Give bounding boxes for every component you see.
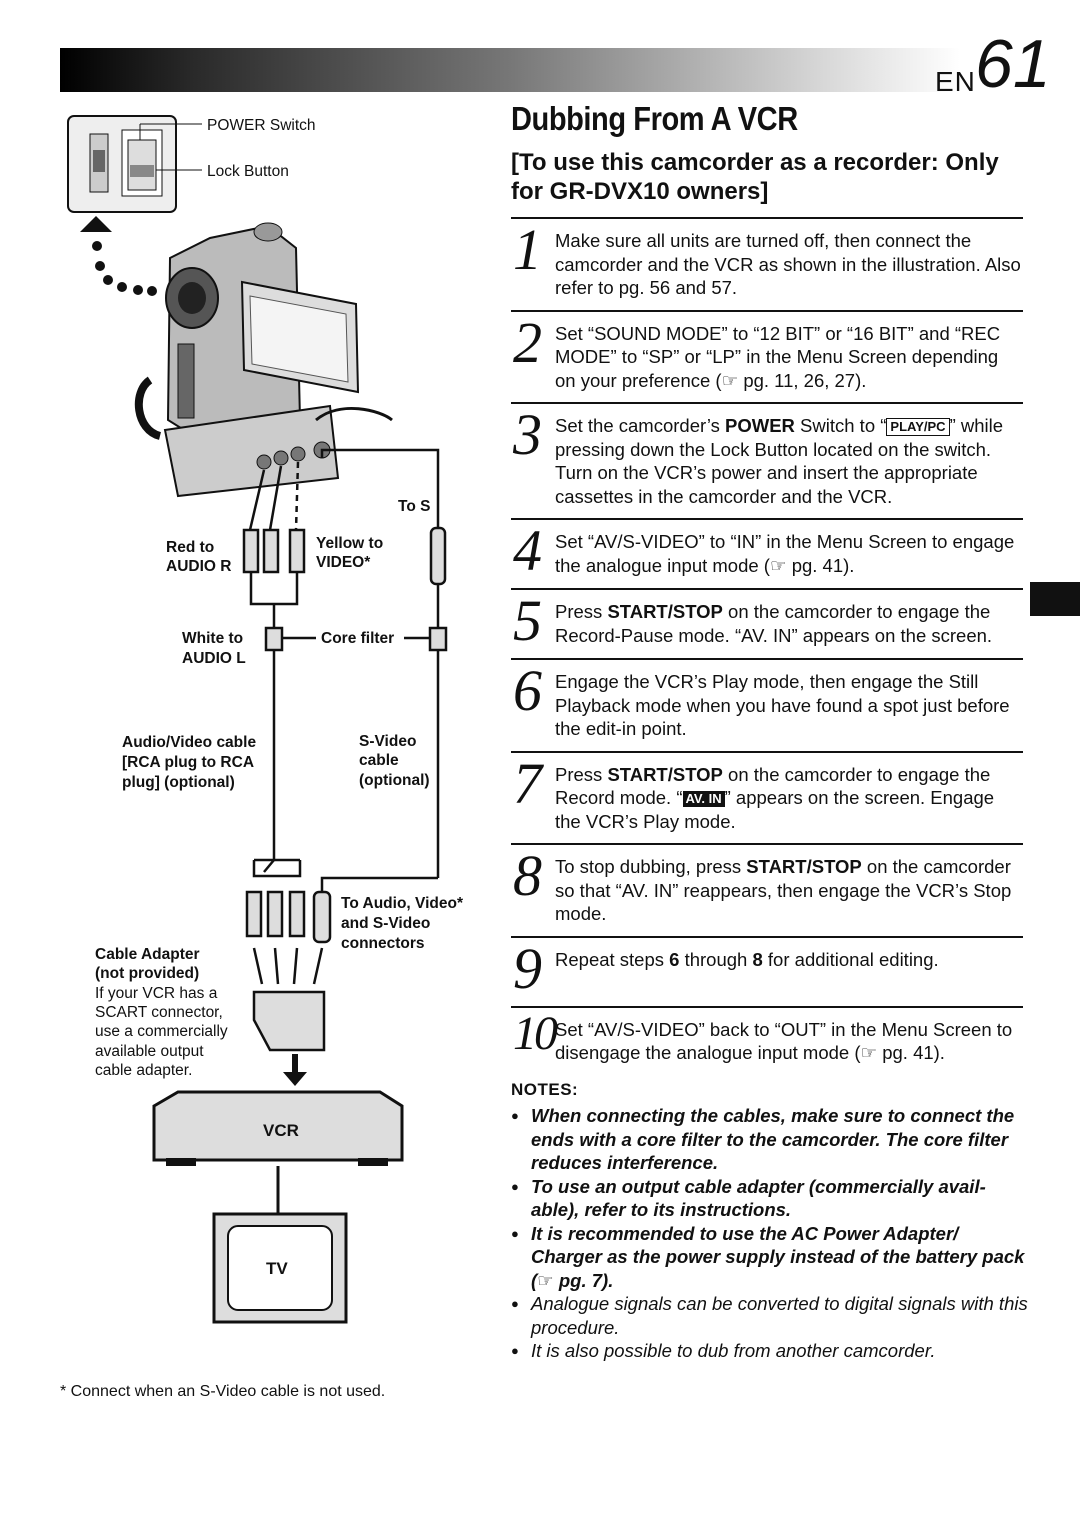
svideo-label-2: cable — [359, 752, 399, 769]
step-number: 10 — [513, 1006, 558, 1060]
section-thumb-tab — [1030, 582, 1080, 616]
adapter-label-7: cable adapter. — [95, 1062, 193, 1079]
step-5: 5 Press START/STOP on the camcorder to e… — [511, 588, 1023, 658]
adapter-label-6: available output — [95, 1043, 204, 1060]
power-switch-label: POWER Switch — [207, 117, 316, 134]
step-text: Make sure all units are turned off, then… — [555, 230, 1021, 298]
step-text: Set “AV/S-VIDEO” back to “OUT” in the Me… — [555, 1018, 1013, 1064]
step-text: Set the camcorder’s POWER Switch to “PLA… — [555, 415, 1004, 507]
adapter-label-1: Cable Adapter — [95, 946, 200, 963]
step-number: 4 — [513, 518, 542, 583]
audio-l-label: AUDIO L — [182, 650, 246, 667]
step-3: 3 Set the camcorder’s POWER Switch to “P… — [511, 402, 1023, 518]
lock-button-label: Lock Button — [207, 163, 289, 180]
red-to-label: Red to — [166, 539, 215, 556]
step-2: 2 Set “SOUND MODE” to “12 BIT” or “16 BI… — [511, 309, 1023, 403]
language-code: EN — [935, 66, 976, 97]
play-pc-tag: PLAY/PC — [886, 418, 950, 436]
step-text: Press START/STOP on the camcorder to eng… — [555, 763, 995, 832]
adapter-label-5: use a commercially — [95, 1023, 228, 1040]
step-number: 2 — [513, 309, 542, 375]
step-number: 1 — [513, 217, 542, 282]
tv-label: TV — [266, 1259, 288, 1278]
note-item: It is recommended to use the AC Power Ad… — [511, 1222, 1031, 1293]
power-switch-illustration — [67, 115, 202, 213]
adapter-label-3: If your VCR has a — [95, 985, 218, 1002]
step-8: 8 To stop dubbing, press START/STOP on t… — [511, 843, 1023, 936]
note-item: It is also possible to dub from another … — [511, 1339, 1031, 1363]
dotted-arrow — [80, 216, 157, 296]
connectors-label-3: connectors — [341, 935, 425, 952]
step-text: To stop dubbing, press START/STOP on the… — [555, 856, 1012, 924]
page-subtitle: [To use this camcorder as a recorder: On… — [511, 149, 999, 205]
page-title: Dubbing From A VCR — [511, 100, 798, 137]
camcorder-illustration — [134, 222, 393, 498]
page-number: 61 — [975, 26, 1051, 102]
notes-heading: NOTES: — [511, 1080, 579, 1099]
yellow-to-label: Yellow to — [316, 535, 384, 552]
av-cable-label-3: plug] (optional) — [122, 774, 235, 791]
step-text: Press START/STOP on the camcorder to eng… — [555, 601, 993, 646]
to-s-label: To S — [398, 498, 431, 515]
step-4: 4 Set “AV/S-VIDEO” to “IN” in the Menu S… — [511, 518, 1023, 588]
connectors-label-1: To Audio, Video* — [341, 895, 463, 912]
av-in-tag: AV. IN — [682, 791, 725, 807]
header-gradient-bar — [60, 48, 960, 92]
steps-list: 1 Make sure all units are turned off, th… — [511, 217, 1023, 1076]
svideo-label-1: S-Video — [359, 733, 417, 750]
step-text: Set “AV/S-VIDEO” to “IN” in the Menu Scr… — [555, 531, 1015, 576]
step-1: 1 Make sure all units are turned off, th… — [511, 217, 1023, 310]
white-to-label: White to — [182, 630, 244, 647]
note-item: To use an output cable adapter (commerci… — [511, 1175, 1031, 1222]
connectors-label-2: and S-Video — [341, 915, 431, 932]
step-6: 6 Engage the VCR’s Play mode, then engag… — [511, 658, 1023, 751]
core-filter-label: Core filter — [321, 630, 395, 647]
step-number: 9 — [513, 935, 542, 1001]
step-text: Repeat steps 6 through 8 for additional … — [555, 948, 939, 970]
adapter-label-2: (not provided) — [95, 965, 200, 982]
tv-illustration — [212, 1212, 348, 1324]
step-number: 5 — [513, 588, 542, 653]
step-number: 8 — [513, 843, 542, 908]
video-label: VIDEO* — [316, 554, 371, 571]
notes-list: When connecting the cables, make sure to… — [511, 1104, 1031, 1363]
av-cable-label-1: Audio/Video cable — [122, 734, 257, 751]
step-10: 10 Set “AV/S-VIDEO” back to “OUT” in the… — [511, 1005, 1023, 1076]
svideo-label-3: (optional) — [359, 772, 430, 789]
audio-r-label: AUDIO R — [166, 558, 232, 575]
step-number: 6 — [513, 658, 542, 723]
note-item: Analogue signals can be converted to dig… — [511, 1292, 1031, 1339]
vcr-illustration — [152, 1090, 404, 1214]
step-number: 7 — [513, 750, 542, 816]
step-text: Engage the VCR’s Play mode, then engage … — [555, 671, 1010, 739]
cables — [242, 448, 448, 1076]
step-7: 7 Press START/STOP on the camcorder to e… — [511, 750, 1023, 844]
note-item: When connecting the cables, make sure to… — [511, 1104, 1031, 1175]
step-9: 9 Repeat steps 6 through 8 for additiona… — [511, 935, 1023, 1006]
adapter-label-4: SCART connector, — [95, 1004, 223, 1021]
step-number: 3 — [513, 402, 542, 467]
av-cable-label-2: [RCA plug to RCA — [122, 754, 255, 771]
footnote: * Connect when an S-Video cable is not u… — [60, 1383, 386, 1400]
vcr-label: VCR — [263, 1121, 299, 1140]
down-arrow — [283, 1072, 307, 1086]
step-text: Set “SOUND MODE” to “12 BIT” or “16 BIT”… — [555, 322, 1001, 391]
